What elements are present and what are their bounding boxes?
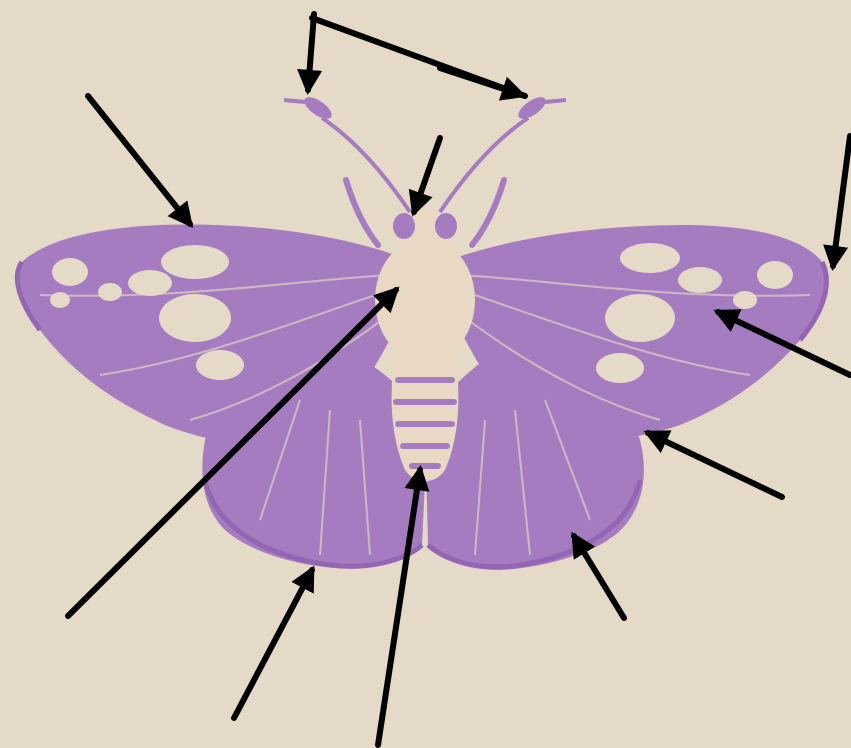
arrow-right-hindwing-edge bbox=[648, 433, 782, 497]
arrow-left-hindwing-margin bbox=[234, 570, 312, 718]
antenna-right bbox=[440, 118, 528, 212]
arrow-right-hindwing-margin bbox=[574, 536, 624, 618]
palp-left bbox=[346, 180, 378, 245]
antennae bbox=[284, 93, 566, 212]
antenna-club-left bbox=[301, 93, 335, 123]
palp-right bbox=[472, 180, 504, 245]
antenna-left bbox=[322, 118, 410, 212]
antenna-tip-right bbox=[545, 100, 566, 102]
eye-left bbox=[393, 213, 415, 239]
eye-right bbox=[435, 213, 457, 239]
arrow-right-forewing-tip bbox=[833, 136, 850, 266]
arrow-antennae-right bbox=[440, 68, 522, 95]
arrow-left-forewing-edge bbox=[88, 96, 190, 224]
arrow-head bbox=[414, 138, 440, 212]
antenna-club-right bbox=[515, 93, 549, 123]
antenna-tip-left bbox=[284, 100, 305, 102]
arrow-antennae-left bbox=[308, 14, 314, 90]
